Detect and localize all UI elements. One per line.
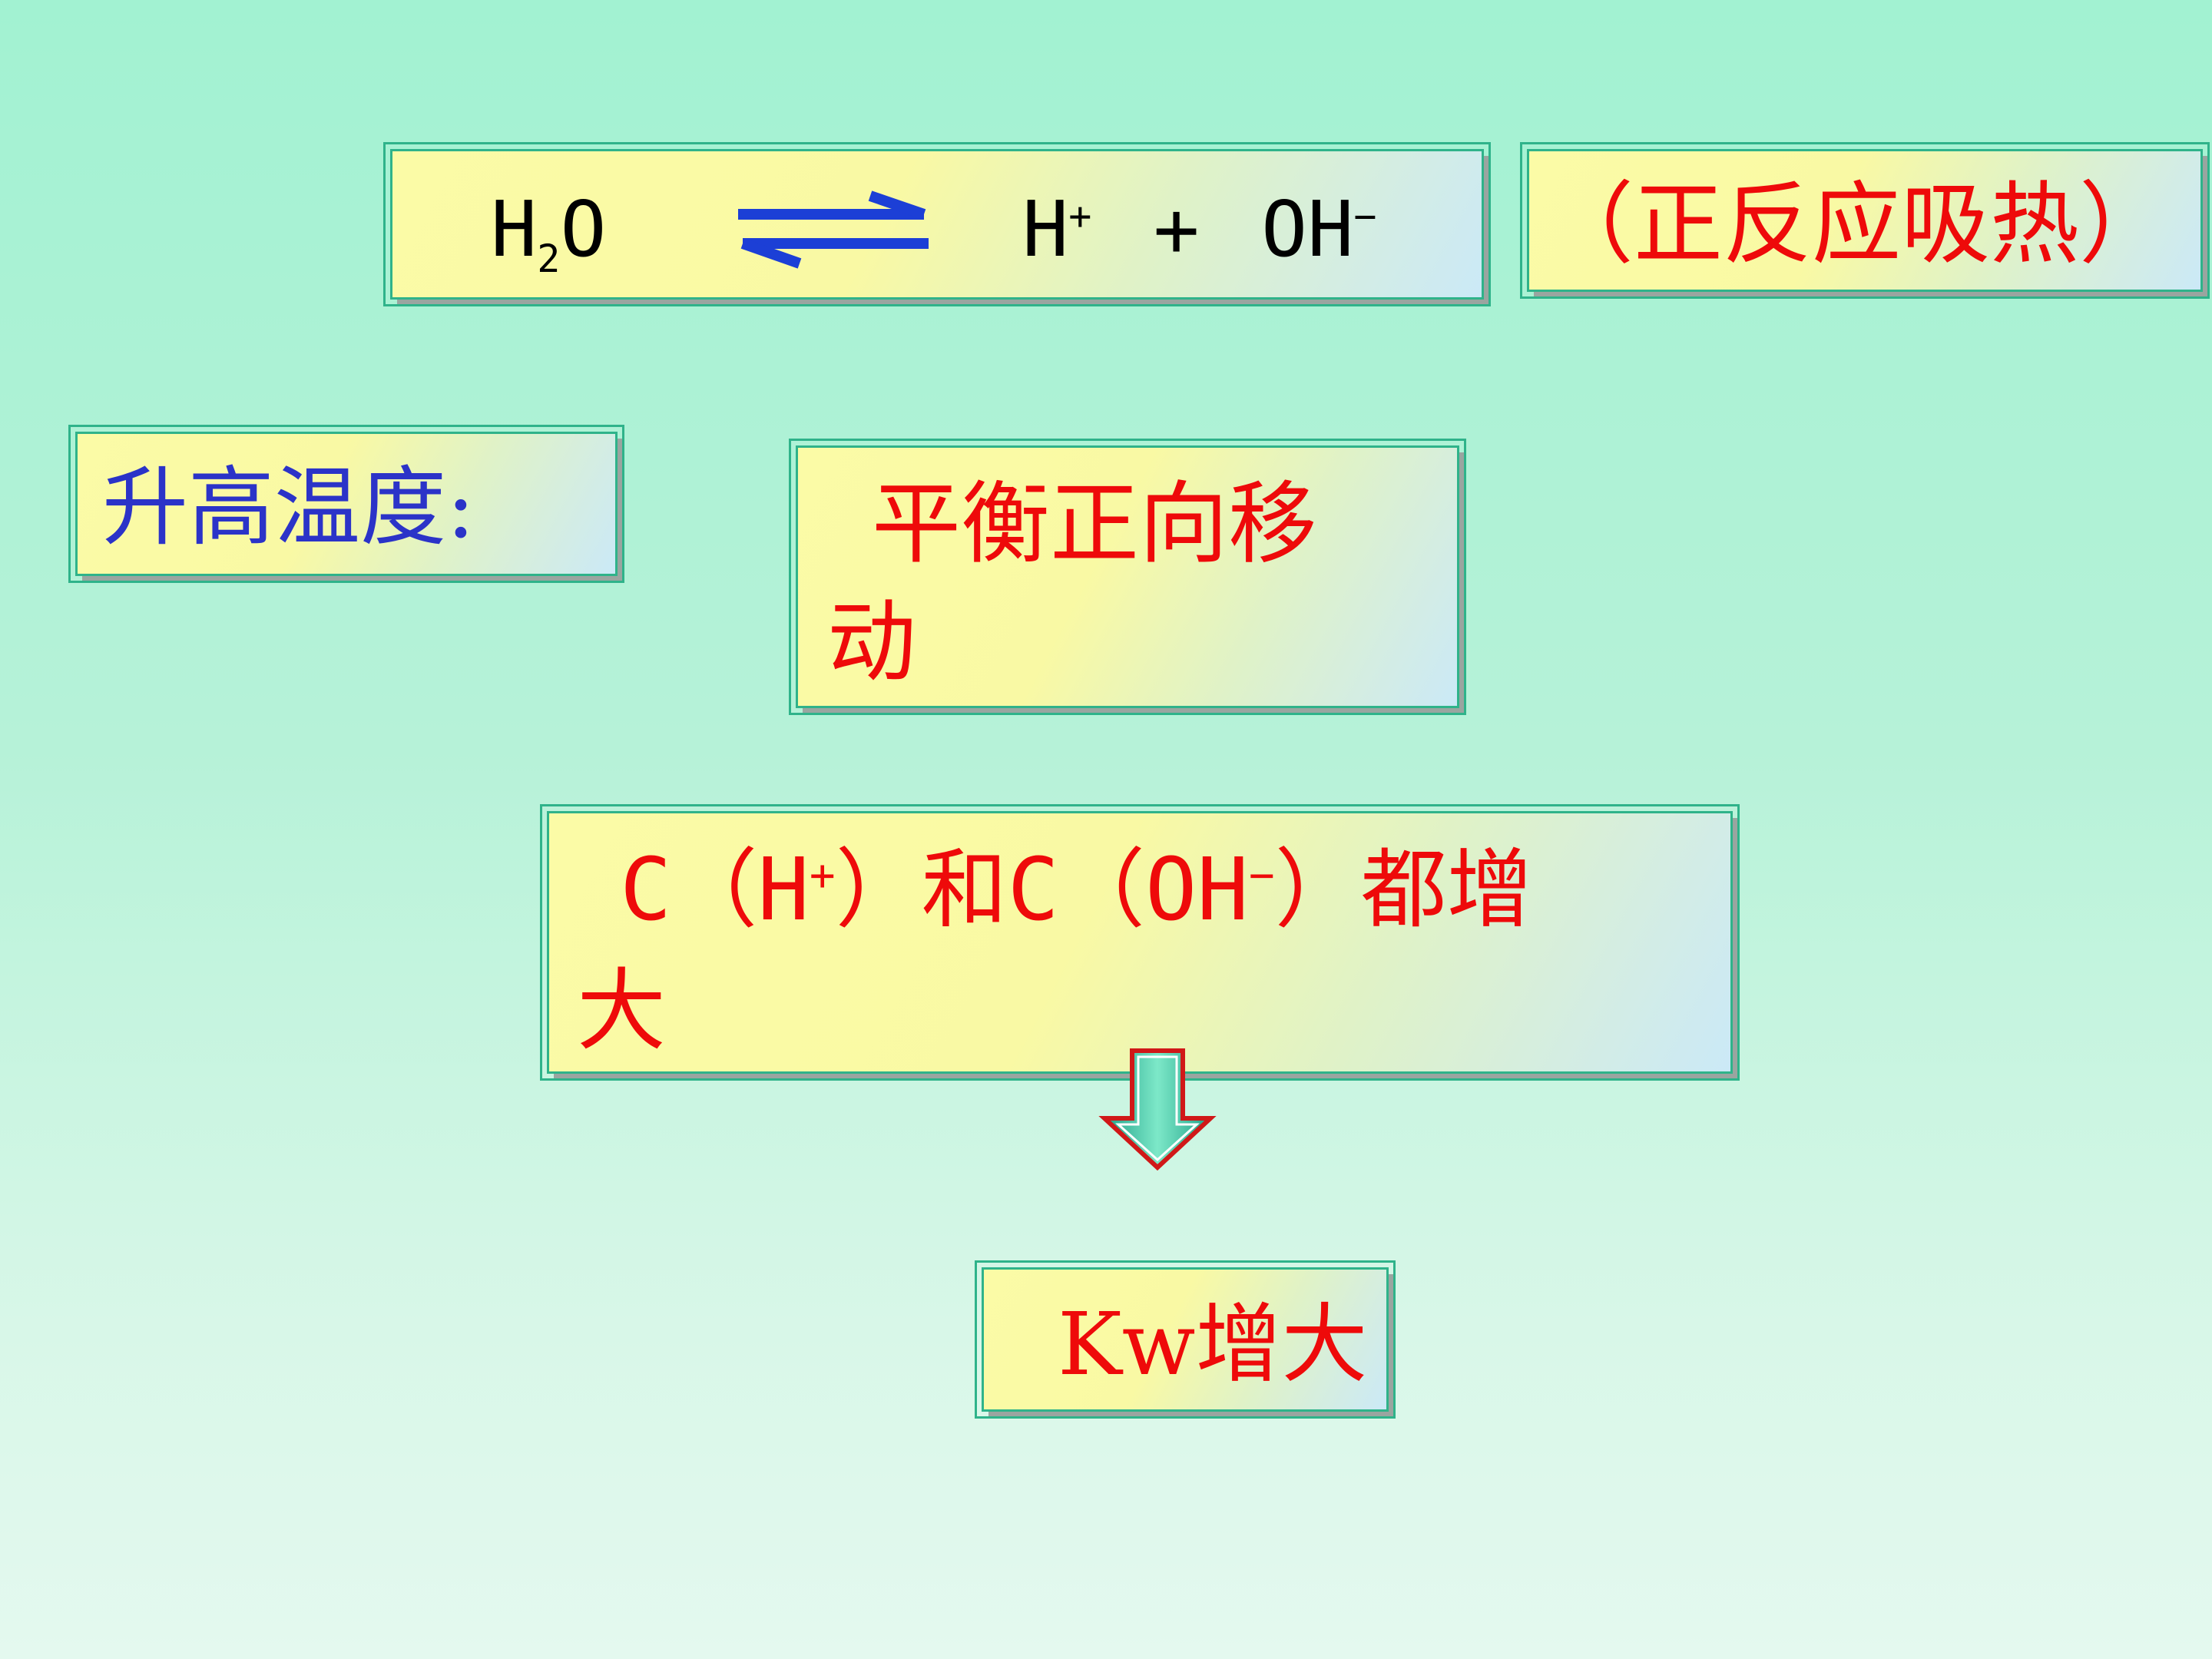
equation-box: H2O H+ + OH− (383, 142, 1491, 306)
equilibrium-arrow-icon (738, 190, 929, 269)
condition-label: 升高温度: (102, 458, 475, 558)
result-label: Kw增大 (1058, 1295, 1368, 1395)
concentration-line2: 大 (577, 959, 666, 1063)
concentration-box: C（H+）和C（OH−）都增 大 (540, 804, 1740, 1081)
equation-reactant: H2O (491, 184, 607, 281)
concentration-line1: C（H+）和C（OH−）都增 (620, 840, 1533, 940)
equation-products: H+ + OH− (1022, 184, 1377, 274)
endothermic-note-box: （正反应吸热） (1520, 142, 2210, 299)
down-arrow-icon (1098, 1048, 1217, 1171)
endothermic-note: （正反应吸热） (1545, 173, 2168, 276)
result-box: Kw增大 (975, 1260, 1396, 1419)
equilibrium-shift-box: 平衡正向移 动 (789, 439, 1466, 715)
condition-box: 升高温度: (68, 425, 624, 583)
equilibrium-shift-line1: 平衡正向移 (872, 472, 1317, 576)
equilibrium-shift-line2: 动 (827, 591, 916, 694)
